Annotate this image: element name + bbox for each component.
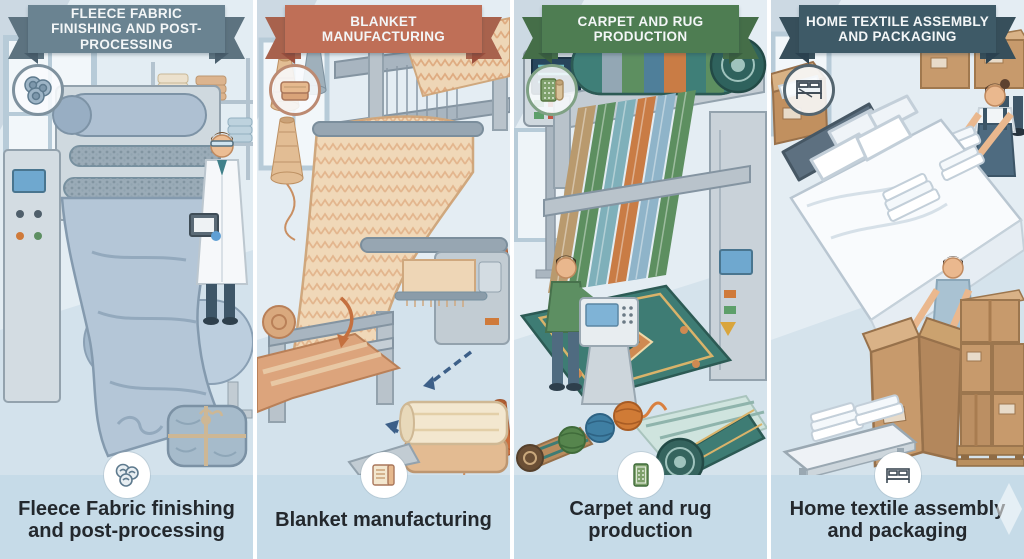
panel-banner: CARPET AND RUG PRODUCTION: [522, 5, 759, 64]
folded-blanket-icon: [269, 64, 321, 116]
ribbon-fold-icon: [986, 53, 1000, 64]
fringing-machine: [394, 251, 510, 345]
caption-band: Home textile assembly and packaging: [771, 452, 1024, 559]
caption-band: Fleece Fabric finishing and post-process…: [0, 452, 253, 559]
ribbon-fold-icon: [472, 53, 486, 64]
yarn-balls: [558, 401, 643, 454]
panel-home-textile-assembly: HOME TEXTILE ASSEMBLY AND PACKAGING Home…: [771, 0, 1024, 559]
banner-title: FLEECE FABRIC FINISHING AND POST-PROCESS…: [28, 5, 225, 53]
ribbon-fold-icon: [538, 53, 552, 64]
rolling-machine: [257, 305, 402, 423]
folded-blanket-icon: [360, 452, 407, 498]
banner-title: HOME TEXTILE ASSEMBLY AND PACKAGING: [799, 5, 996, 53]
panel-fleece-finishing: FLEECE FABRIC FINISHING AND POST-PROCESS…: [0, 0, 253, 559]
rolled-rug: [655, 409, 766, 475]
fleece-balls-icon: [103, 452, 150, 498]
bed-icon: [874, 452, 921, 498]
finishing-machine: [3, 85, 223, 403]
ribbon-fold-icon: [24, 53, 38, 64]
linen-table: [782, 394, 918, 475]
panel-caption: Blanket manufacturing: [275, 508, 492, 531]
panel-caption: Carpet and rug production: [569, 497, 712, 542]
banner-title: BLANKET MANUFACTURING: [285, 5, 482, 53]
fleece-fabric: [60, 196, 224, 458]
rolled-rug-icon: [526, 64, 578, 116]
banner-title: CARPET AND RUG PRODUCTION: [542, 5, 739, 53]
fleece-rolls-icon: [12, 64, 64, 116]
operator-console: [579, 297, 639, 405]
linen-stacks-on-bed: [882, 145, 985, 222]
ribbon-fold-icon: [281, 53, 295, 64]
fleece-finishing-scene: [0, 0, 253, 475]
panel-banner: BLANKET MANUFACTURING: [265, 5, 502, 64]
folded-blanket: [399, 400, 509, 474]
caption-band: Carpet and rug production: [514, 452, 767, 559]
fleece-bale: [166, 404, 248, 468]
panel-caption: Fleece Fabric finishing and post-process…: [18, 497, 235, 542]
pillows: [809, 94, 919, 182]
ribbon-fold-icon: [729, 53, 743, 64]
ribbon-fold-icon: [215, 53, 229, 64]
panel-banner: HOME TEXTILE ASSEMBLY AND PACKAGING: [779, 5, 1016, 64]
technician: [189, 132, 249, 325]
panel-carpet-rug-production: CARPET AND RUG PRODUCTION: [514, 0, 767, 559]
panel-blanket-manufacturing: BLANKET MANUFACTURING Blanket manufactur…: [257, 0, 510, 559]
bed-icon: [783, 64, 835, 116]
ribbon-fold-icon: [795, 53, 809, 64]
rug-icon: [617, 452, 664, 498]
panel-banner: FLEECE FABRIC FINISHING AND POST-PROCESS…: [8, 5, 245, 64]
warp-threads: [543, 90, 751, 293]
box-stack: [956, 289, 1024, 467]
carpet-rug-production-scene: [514, 0, 767, 475]
panel-caption: Home textile assembly and packaging: [789, 497, 1006, 542]
caption-band: Blanket manufacturing: [257, 452, 510, 559]
